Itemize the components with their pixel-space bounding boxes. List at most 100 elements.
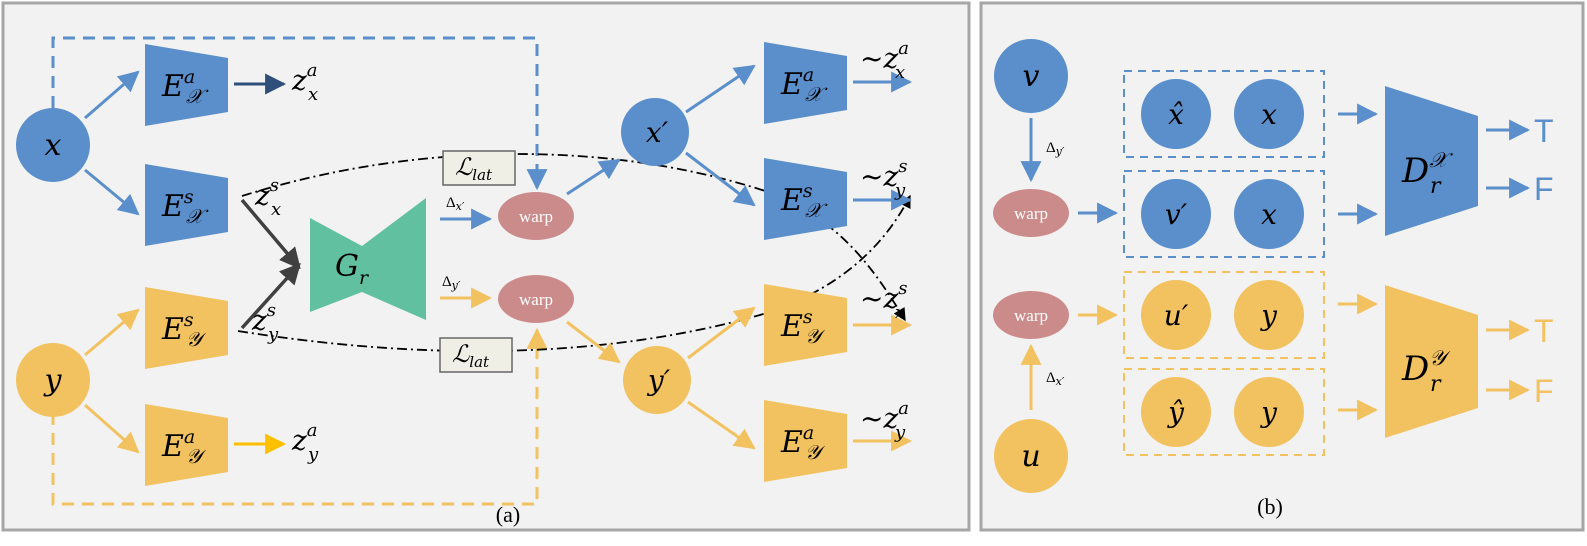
arrow-warp-to-xp	[566, 158, 621, 196]
node-y-1-label: y	[1259, 299, 1278, 332]
arrow-xp-to-ea	[685, 64, 756, 114]
svg-text:Ea: Ea	[161, 66, 195, 104]
node-y-hat-label: ŷ	[1166, 396, 1185, 429]
latent-loss-curve-x	[241, 153, 906, 322]
loss-box-top	[442, 150, 516, 186]
pair-box-real-x	[1123, 70, 1325, 158]
svg-text:y: y	[894, 422, 906, 443]
arrow-zys-to-generator	[240, 262, 301, 330]
node-y	[16, 343, 90, 417]
node-u-prime-label: u′	[1164, 299, 1189, 332]
svg-text:~za: ~za	[860, 398, 909, 435]
delta-y-label-b: Δy′	[1046, 140, 1065, 158]
generator-gr-label: Gr	[335, 249, 370, 289]
svg-text:y: y	[894, 180, 906, 201]
node-y-2	[1234, 377, 1304, 447]
pair-box-real-y	[1123, 368, 1325, 456]
svg-text:Ea: Ea	[161, 426, 195, 464]
svg-text:Δx′: Δx′	[446, 195, 465, 213]
latent-out-zxa: ~zax	[860, 38, 909, 83]
warp-y	[498, 275, 574, 323]
node-y-1	[1234, 280, 1304, 350]
node-y-hat	[1141, 377, 1211, 447]
node-x-1-label: x	[1261, 98, 1277, 131]
svg-text:~zs: ~zs	[860, 278, 907, 315]
arrow-x-to-ea	[84, 70, 140, 120]
arrow-yp-to-es	[687, 306, 756, 360]
encoder-es-x-prime	[764, 158, 847, 240]
arrow-x-to-es	[84, 168, 140, 216]
discriminator-x	[1385, 86, 1478, 236]
warp-x	[498, 192, 574, 240]
delta-x-label-b: Δx′	[1046, 370, 1065, 388]
svg-text:za: za	[291, 420, 318, 457]
node-x-label: x	[45, 128, 62, 163]
encoder-ea-x	[145, 44, 228, 126]
node-u-prime	[1141, 280, 1211, 350]
arrow-zxs-to-generator	[240, 198, 301, 270]
arrow-y-to-ea	[84, 403, 140, 454]
y-skip-dashed-line	[51, 327, 548, 506]
arrow-yp-to-ea	[687, 400, 756, 450]
loss-box-top-label: ℒlat	[455, 153, 493, 184]
warp-x-label: warp	[519, 207, 553, 226]
svg-text:y: y	[267, 324, 279, 345]
svg-text:Δx′: Δx′	[1046, 370, 1065, 388]
warp-v	[993, 189, 1069, 237]
generator-gr	[310, 198, 426, 320]
latent-zxa: zax	[291, 60, 318, 105]
arrow-y-to-es	[84, 308, 140, 357]
node-y-label: y	[43, 363, 63, 398]
node-x-hat-label: x̂	[1168, 98, 1184, 131]
svg-text:Gr: Gr	[335, 249, 370, 289]
node-v	[994, 39, 1068, 113]
svg-text:Es: Es	[161, 186, 194, 224]
warp-v-label: warp	[1014, 204, 1048, 223]
pair-box-warped-v	[1123, 170, 1325, 258]
node-y-2-label: y	[1259, 396, 1278, 429]
output-dx-false: F	[1534, 171, 1554, 207]
node-x	[16, 108, 90, 182]
svg-text:r: r	[1430, 372, 1442, 397]
svg-text:ℒlat: ℒlat	[455, 153, 493, 184]
node-v-prime-label: v′	[1165, 198, 1188, 231]
svg-text:zs: zs	[254, 175, 279, 212]
latent-zxs: zsx	[254, 175, 281, 220]
svg-text:x: x	[271, 199, 281, 220]
svg-text:ℒlat: ℒlat	[452, 340, 490, 371]
latent-zya: zay	[291, 420, 319, 465]
svg-text:x: x	[308, 84, 318, 105]
svg-text:Ea: Ea	[780, 422, 814, 460]
caption-b: (b)	[1257, 494, 1283, 519]
node-x-hat	[1141, 79, 1211, 149]
loss-box-bottom	[439, 337, 513, 373]
loss-box-bottom-label: ℒlat	[452, 340, 490, 371]
encoder-es-x	[145, 164, 228, 246]
svg-text:zs: zs	[251, 300, 276, 337]
node-x-prime	[621, 98, 689, 166]
node-x-2-label: x	[1261, 198, 1277, 231]
latent-out-zya: ~zay	[860, 398, 909, 443]
output-dy-false: F	[1534, 373, 1554, 409]
encoder-ea-x-prime	[764, 42, 847, 124]
latent-zys: zsy	[251, 300, 279, 345]
svg-text:Es: Es	[780, 180, 813, 218]
svg-text:~za: ~za	[860, 38, 909, 75]
node-y-prime	[623, 346, 691, 414]
node-x-prime-label: x′	[646, 116, 669, 149]
arrow-xp-to-es	[685, 151, 756, 207]
x-skip-dashed-line	[51, 36, 548, 191]
warp-u-label: warp	[1014, 306, 1048, 325]
latent-loss-curve-y	[237, 194, 911, 352]
output-dx-true: T	[1534, 113, 1554, 149]
encoder-ea-y-prime	[764, 400, 847, 482]
delta-y-label: Δy′	[442, 274, 461, 292]
delta-x-label: Δx′	[446, 195, 465, 213]
svg-text:y: y	[307, 444, 319, 465]
svg-text:Ea: Ea	[780, 64, 814, 102]
arrow-warp-to-yp	[566, 320, 621, 364]
node-v-label: v	[1023, 59, 1040, 94]
svg-text:x: x	[895, 62, 905, 83]
svg-text:Δy′: Δy′	[1046, 140, 1065, 158]
